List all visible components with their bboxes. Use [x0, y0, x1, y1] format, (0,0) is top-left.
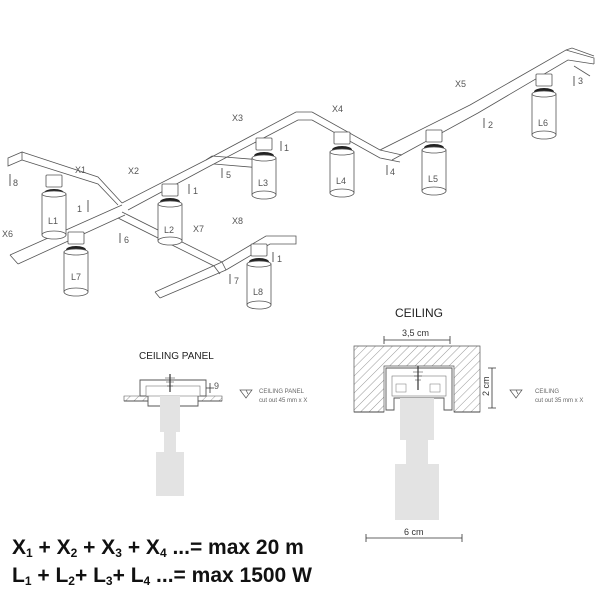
- ceiling-note-1: CEILING: [535, 389, 559, 395]
- callout-9: 9: [214, 381, 219, 391]
- ceiling-note-2: cut out 35 mm x X: [535, 398, 583, 404]
- callout-5: 5: [226, 170, 231, 180]
- lamp-l7: [63, 231, 89, 297]
- lamp-l4: [329, 131, 355, 198]
- lamp-labels: L1 L2 L3 L4 L5 L6 L7 L8: [48, 118, 548, 297]
- lamp-l6: [531, 73, 557, 140]
- callout-2: 2: [488, 120, 493, 130]
- label-x4: X4: [332, 104, 343, 114]
- lamp-l3: [251, 137, 277, 200]
- callout-6: 6: [124, 235, 129, 245]
- callout-1c: 1: [284, 143, 289, 153]
- lamp-l2: [157, 183, 183, 246]
- callout-7: 7: [234, 276, 239, 286]
- label-l7: L7: [71, 272, 81, 282]
- ceiling-panel-note-2: cut out 45 mm x X: [259, 398, 307, 404]
- formula-length: X1 + X2 + X3 + X4 ...= max 20 m: [12, 536, 304, 560]
- ceiling-panel-title: CEILING PANEL: [139, 351, 214, 362]
- ceiling-height: 2 cm: [481, 376, 491, 396]
- label-x2: X2: [128, 166, 139, 176]
- label-x7: X7: [193, 224, 204, 234]
- label-l5: L5: [428, 174, 438, 184]
- label-x3: X3: [232, 113, 243, 123]
- callout-1b: 1: [193, 186, 198, 196]
- segment-labels: X1 X2 X3 X4 X5 X6 X7 X8: [2, 79, 466, 239]
- callout-1a: 1: [77, 204, 82, 214]
- label-l3: L3: [258, 178, 268, 188]
- label-l1: L1: [48, 216, 58, 226]
- lamp-l8: [246, 243, 272, 310]
- label-l8: L8: [253, 287, 263, 297]
- callout-8: 8: [13, 178, 18, 188]
- label-l6: L6: [538, 118, 548, 128]
- lamp-l1: [41, 174, 67, 240]
- label-l4: L4: [336, 176, 346, 186]
- label-x5: X5: [455, 79, 466, 89]
- ceiling-panel-note-1: CEILING PANEL: [259, 389, 305, 395]
- ceiling-detail: CEILING 3,5 cm 2 cm 6 cm CEILING cut out…: [353, 306, 583, 542]
- callout-3: 3: [578, 76, 583, 86]
- label-x6: X6: [2, 229, 13, 239]
- formula-power: L1 + L2+ L3+ L4 ...= max 1500 W: [12, 564, 312, 588]
- ceiling-panel-detail: CEILING PANEL 9 CEILING PANEL cut out 45…: [123, 351, 307, 496]
- callout-1d: 1: [277, 254, 282, 264]
- ceiling-width-bottom: 6 cm: [404, 527, 424, 537]
- track-rails: [7, 47, 595, 299]
- callouts: 8 1 6 1 5 1 4 2 3 7 1: [9, 76, 583, 286]
- callout-4: 4: [390, 167, 395, 177]
- label-x8: X8: [232, 216, 243, 226]
- ceiling-width-top: 3,5 cm: [402, 328, 429, 338]
- label-l2: L2: [164, 225, 174, 235]
- ceiling-title: CEILING: [395, 306, 443, 320]
- lamp-l5: [421, 129, 447, 196]
- label-x1: X1: [75, 165, 86, 175]
